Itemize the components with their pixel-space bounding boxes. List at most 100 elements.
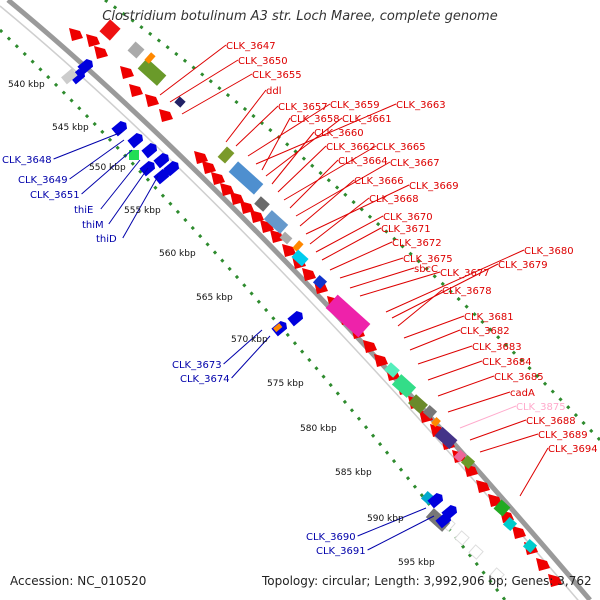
reverse-cds-arrow [427, 492, 444, 509]
ruler-tick-label: 570 kbp [231, 335, 268, 345]
feature-block [273, 323, 283, 333]
forward-gene-label: CLK_3664 [338, 156, 388, 167]
cds-block [69, 28, 83, 41]
cds-block [250, 210, 264, 223]
feature-block [217, 146, 235, 164]
ruler-tick-label: 560 kbp [159, 249, 196, 259]
label-leader-line [247, 103, 331, 157]
cds-block [202, 161, 216, 174]
label-leader-line [321, 227, 382, 261]
topology-summary: Topology: circular; Length: 3,992,906 bp… [262, 574, 592, 588]
cds-block [194, 151, 208, 164]
forward-gene-label: CLK_3667 [390, 158, 440, 169]
label-leader-line [357, 507, 427, 537]
label-leader-line [265, 117, 343, 177]
label-leader-line [329, 241, 393, 271]
label-leader-line [231, 335, 271, 379]
reverse-cds-arrow [141, 142, 158, 159]
forward-gene-label: CLK_3658 [290, 114, 340, 125]
forward-gene-label: CLK_3661 [342, 114, 392, 125]
reverse-cds-arrow [127, 132, 144, 149]
reverse-gene-label: CLK_3690 [306, 532, 356, 543]
label-leader-line [437, 375, 495, 397]
label-leader-line [367, 515, 435, 551]
feature-blocks [99, 19, 538, 554]
cds-block [145, 94, 159, 107]
forward-gene-label: CLK_3685 [494, 372, 544, 383]
forward-gene-label: CLK_3660 [314, 128, 364, 139]
feature-block [127, 41, 145, 59]
label-leader-line [417, 345, 473, 365]
feature-block [137, 58, 167, 86]
reverse-strand-features [61, 58, 458, 529]
reverse-gene-label: thiE [74, 205, 93, 216]
forward-gene-label: CLK_3683 [472, 342, 522, 353]
feature-block [434, 426, 458, 450]
genome-backbone [6, 0, 592, 600]
label-leader-line [391, 263, 499, 319]
label-leader-line [271, 131, 315, 185]
feature-block [453, 449, 467, 463]
label-leader-line [69, 139, 125, 180]
label-leader-line [349, 267, 415, 289]
map-title: Clostridium botulinum A3 str. Loch Maree… [102, 9, 498, 24]
feature-block [493, 499, 511, 517]
cds-block [374, 354, 388, 367]
reverse-gene-label: CLK_3648 [2, 155, 52, 166]
label-leader-line [479, 433, 539, 453]
label-leader-line [427, 360, 483, 381]
label-leader-line [309, 197, 370, 245]
forward-gene-label: cadA [510, 388, 535, 399]
forward-gene-label: CLK_3875 [516, 402, 566, 413]
forward-gene-label: CLK_3682 [460, 326, 510, 337]
feature-block [291, 249, 309, 267]
reverse-gene-label: CLK_3674 [180, 374, 230, 385]
ruler-tick-label: 545 kbp [52, 123, 89, 133]
label-leader-line [289, 159, 339, 209]
feature-block [422, 404, 438, 420]
feature-block [129, 150, 139, 160]
label-leader-line [53, 131, 123, 160]
cds-block [282, 244, 296, 257]
cds-block [476, 480, 490, 493]
label-leader-line [225, 89, 267, 143]
forward-gene-label: CLK_3679 [498, 260, 548, 271]
reverse-cds-arrow [69, 68, 86, 85]
reverse-cds-arrow [435, 512, 452, 529]
cds-block [211, 172, 225, 185]
feature-block [325, 294, 371, 338]
ring-gap [468, 544, 484, 560]
forward-gene-label: CLK_3680 [524, 246, 574, 257]
reverse-cds-arrow [153, 168, 170, 185]
genome-backbone-inner [0, 5, 579, 600]
forward-gene-label: CLK_3688 [526, 416, 576, 427]
forward-gene-label: CLK_3663 [396, 100, 446, 111]
reverse-cds-arrow [111, 120, 128, 137]
label-leader-line [181, 73, 253, 115]
label-leader-line [305, 184, 410, 235]
ruler-tick-label: 595 kbp [398, 558, 435, 568]
reverse-gene-label: thiD [96, 234, 117, 245]
ruler-tick-label: 555 kbp [124, 206, 161, 216]
label-leader-line [81, 149, 133, 195]
reverse-gene-label: CLK_3649 [18, 175, 68, 186]
accession-text: Accession: NC_010520 [10, 574, 147, 588]
label-leader-line [261, 117, 291, 171]
feature-block [502, 516, 518, 532]
cds-block [548, 574, 562, 587]
cds-block [536, 558, 550, 571]
ruler-tick-label: 590 kbp [367, 514, 404, 524]
forward-gene-label: CLK_3677 [440, 268, 490, 279]
label-leader-line [235, 105, 279, 147]
cds-block [363, 340, 377, 353]
label-leader-line [397, 289, 443, 327]
ruler-tick-label: 575 kbp [267, 379, 304, 389]
label-leader-line [283, 145, 377, 201]
label-leader-line [359, 271, 441, 297]
forward-gene-label: CLK_3647 [226, 41, 276, 52]
ruler-tick-label: 565 kbp [196, 293, 233, 303]
forward-gene-label: CLK_3672 [392, 238, 442, 249]
